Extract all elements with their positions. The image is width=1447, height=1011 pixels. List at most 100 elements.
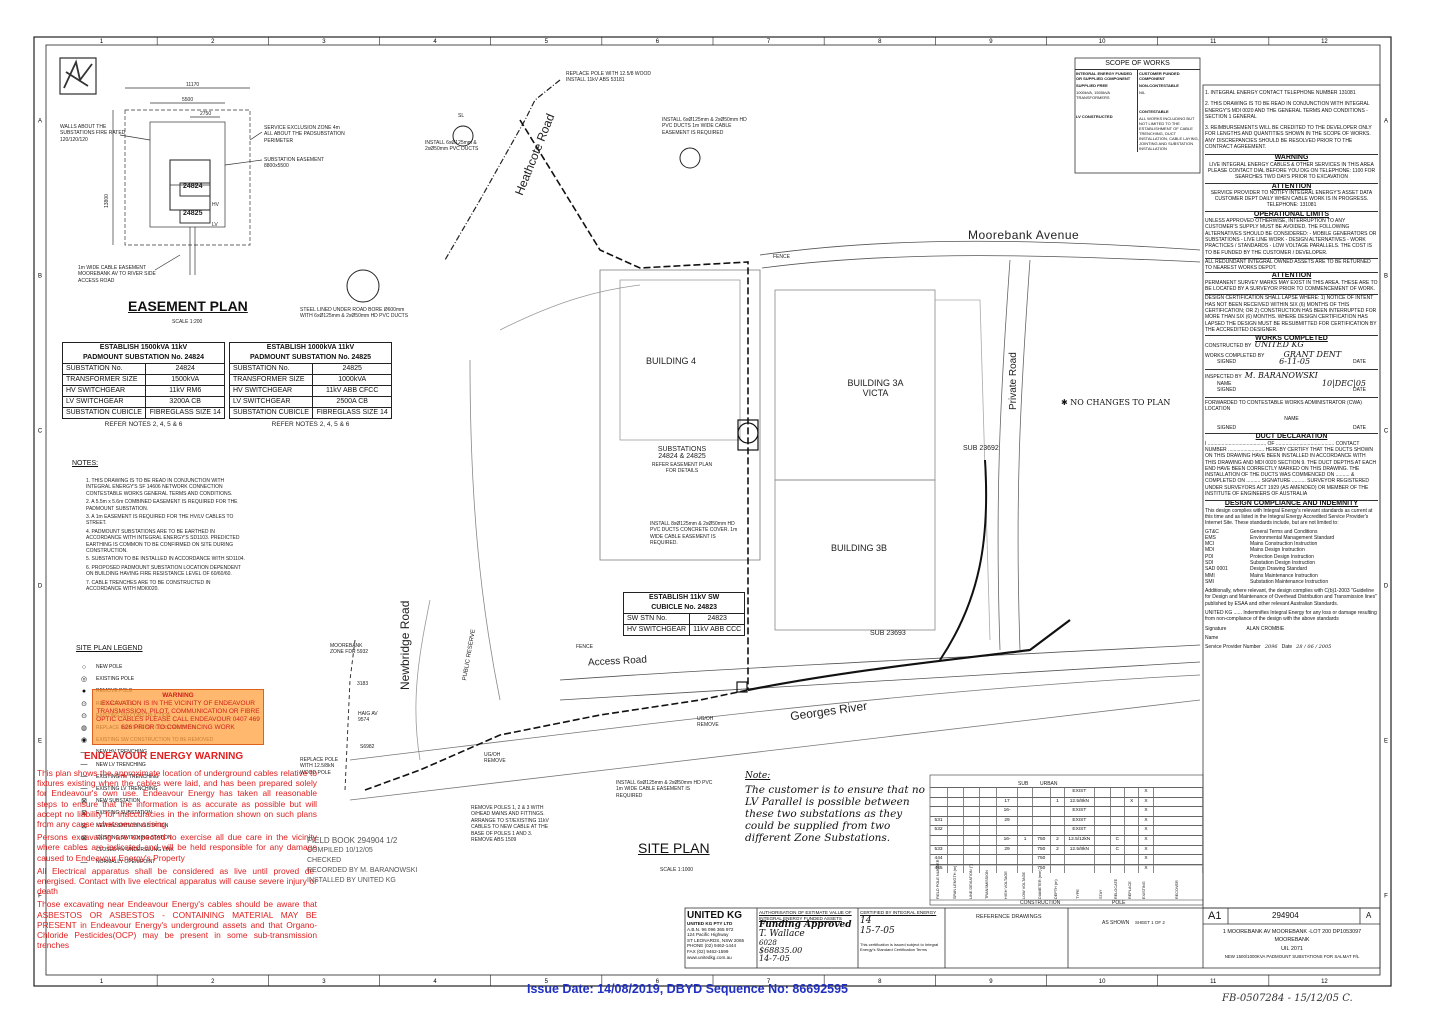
title-line1: 1 MOOREBANK AV MOOREBANK -LOT 200 DP1053… — [1222, 929, 1362, 935]
schedule-cell — [1111, 826, 1126, 835]
issue-date-banner: Issue Date: 14/08/2019, DBYD Sequence No… — [527, 982, 849, 996]
schedule-cell — [1095, 788, 1111, 797]
scope-row1b: NON-CONTESTABLE — [1139, 83, 1179, 88]
scope-row4b: ALL WORKS INCLUDING BUT NOT LIMITED TO T… — [1139, 116, 1199, 151]
table-row-label: LV SWITCHGEAR — [61, 396, 147, 408]
grid-row-label: A — [38, 119, 42, 125]
title-line4: NEW 1500/1000KVA PADMOUNT SUBSTATIONS FO… — [1224, 954, 1360, 960]
schedule-cell — [1018, 826, 1033, 835]
easement-dim-inner: 2750 — [200, 111, 212, 117]
table-row-label: SW STN No. — [622, 613, 691, 625]
legend-symbol-icon: ⊠ — [81, 822, 87, 830]
table-row-label: HV SWITCHGEAR — [622, 624, 691, 636]
standard-code: SAD 0001 — [1205, 566, 1228, 573]
schedule-cell — [930, 807, 949, 816]
schedule-header: TRANSMISSION — [985, 870, 989, 899]
grid-row-label: D — [38, 584, 43, 590]
schedule-header: FIELD POLE NUMBER — [936, 859, 940, 899]
schedule-cell — [1125, 835, 1140, 845]
standard-name: Environmental Management Standard — [1250, 534, 1335, 541]
easement-hv: HV — [212, 202, 219, 208]
scope-of-works: SCOPE OF WORKS INTEGRAL ENERGY FUNDED OR… — [1075, 58, 1200, 173]
table-row: SUBSTATION No.24825 — [228, 363, 392, 375]
right-name-2: NAME — [1284, 415, 1299, 422]
right-forwarded: FORWARDED TO CONTESTABLE WORKS ADMINISTR… — [1205, 397, 1378, 406]
sheet-number: SHEET 1 OF 2 — [1135, 920, 1165, 925]
grid-col-label: 8 — [878, 979, 882, 985]
schedule-cell — [980, 845, 997, 855]
schedule-cell — [980, 835, 997, 845]
note-install-top: INSTALL 6xØ125mm & 2xØ50mm HD PVC DUCTS … — [662, 117, 747, 136]
site-plan-title: SITE PLAN — [638, 840, 710, 856]
legend-symbol-icon: — — [80, 761, 88, 769]
schedule-cell — [1154, 855, 1203, 864]
right-design-cert: DESIGN CERTIFICATION SHALL LAPSE WHERE: … — [1205, 294, 1378, 333]
schedule-cell — [980, 826, 997, 835]
legend-item: —NEW HV TRENCHING — [72, 746, 222, 758]
schedule-cell: EXIST — [1065, 788, 1095, 797]
schedule-group-sub: SUB — [1018, 781, 1029, 787]
auth-hand2: T. Wallace — [759, 929, 805, 940]
legend-symbol-icon: ● — [81, 687, 87, 695]
schedule-cell — [997, 826, 1019, 835]
notes-list: 1. THIS DRAWING IS TO BE READ IN CONJUNC… — [86, 478, 246, 595]
schedule-cell — [930, 788, 949, 797]
grid-col-label: 7 — [767, 979, 771, 985]
grid-col-label: 6 — [656, 39, 660, 45]
grid-col-label: 9 — [989, 979, 993, 985]
right-signature-lbl: Signature — [1205, 625, 1227, 632]
note-install-mid: INSTALL 8xØ125mm & 2xØ50mm HD PVC DUCTS … — [650, 521, 738, 547]
note-moorebank-zone: MOOREBANK ZONE FDR 5932 — [330, 643, 369, 656]
standard-name: Mains Design Instruction — [1250, 547, 1305, 554]
schedule-cell — [1018, 788, 1033, 797]
legend-symbol-icon: ⊠ — [81, 810, 87, 818]
standard-code: MDI — [1205, 547, 1215, 554]
legend-item: —EXISTING LV TRENCHING — [72, 783, 222, 795]
legend-label: CLOSED HV UNDERSLUNG LINK — [96, 846, 174, 853]
note-ug-remove-2: UG/OH REMOVE — [484, 752, 506, 765]
scope-row3b: CONTESTABLE — [1139, 109, 1169, 114]
schedule-cell — [1033, 826, 1051, 835]
easement-dim-top: 11170 — [186, 82, 200, 88]
schedule-cell — [1095, 864, 1111, 874]
hv-trench-river — [364, 689, 749, 791]
schedule-cell — [1051, 855, 1066, 864]
grid-row-label: D — [1384, 584, 1389, 590]
scope-row3a: LV CONSTRUCTED — [1076, 114, 1113, 119]
label-fence-1: FENCE — [773, 254, 790, 260]
endeavour-warning-heading: ENDEAVOUR ENERGY WARNING — [84, 751, 244, 762]
note-install-sl: INSTALL 6xØ125mm & 2xØ50mm PVC DUCTS — [425, 140, 479, 153]
schedule-cell: 1 — [1051, 797, 1066, 807]
right-inspected-name: M. BARANOWSKI — [1244, 371, 1318, 381]
grid-row-label: C — [38, 429, 43, 435]
note-item: 2. A 5.5m x 5.6m COMBINED EASEMENT IS RE… — [86, 499, 238, 512]
scope-col2-title: CUSTOMER FUNDED COMPONENT — [1139, 71, 1180, 81]
legend-label: EXISTING LV TRENCHING — [96, 785, 158, 792]
schedule-cell — [1018, 797, 1033, 807]
schedule-cell — [1125, 788, 1140, 797]
label-sub-23692: SUB 23692 — [963, 445, 999, 452]
schedule-cell — [997, 864, 1019, 874]
schedule-cell: 2 — [1051, 835, 1066, 845]
schedule-cell — [1033, 788, 1051, 797]
right-spn-date: Date — [1281, 644, 1293, 651]
schedule-cell — [964, 845, 981, 855]
grid-row-label: B — [1384, 274, 1388, 280]
schedule-cell: EXIST — [1065, 807, 1095, 816]
building-3b-outline — [774, 479, 936, 631]
schedule-cell — [1125, 855, 1140, 864]
easement-sub2: 24825 — [183, 210, 203, 217]
schedule-cell — [997, 788, 1019, 797]
title-block-certified: CERTIFIED BY INTEGRAL ENERGY 14 15-7-05 … — [860, 910, 944, 952]
standard-code: SMI — [1205, 578, 1214, 585]
grid-col-label: 10 — [1099, 39, 1106, 45]
schedule-cell — [930, 797, 949, 807]
legend-symbol-icon: ⊙ — [81, 712, 87, 720]
standard-code: SDI — [1205, 560, 1214, 566]
